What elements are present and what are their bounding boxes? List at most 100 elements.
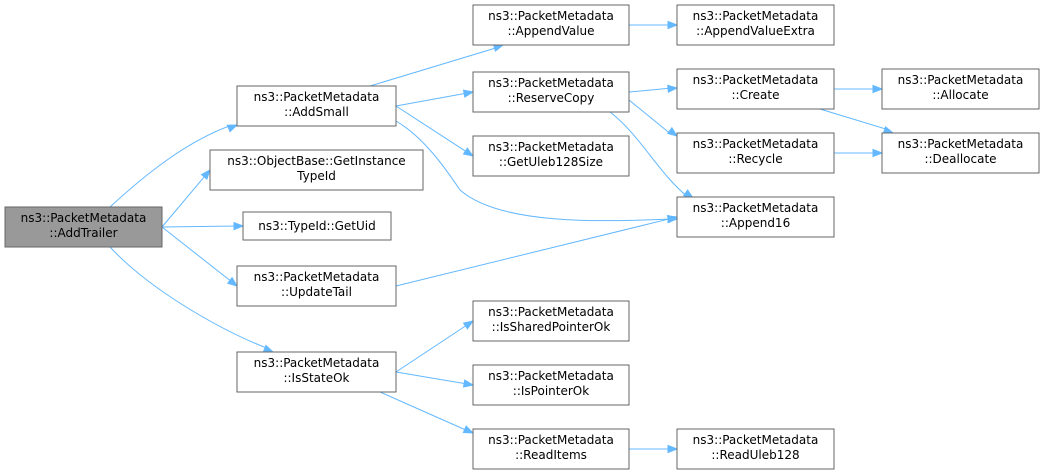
arrowhead-icon	[262, 344, 275, 353]
node-label-2: ::AppendValue	[507, 24, 594, 38]
node-label-1: ns3::PacketMetadata	[693, 433, 819, 447]
node-label-2: ::Recycle	[728, 152, 782, 166]
node-label-1: ns3::PacketMetadata	[488, 76, 614, 90]
node-updatetail[interactable]: ns3::PacketMetadata::UpdateTail	[236, 265, 397, 307]
node-readuleb128[interactable]: ns3::PacketMetadata::ReadUleb128	[676, 428, 835, 470]
edge-create-to-deallocate	[819, 108, 895, 135]
node-label-2: ::GetUleb128Size	[499, 155, 603, 169]
arrowhead-icon	[667, 84, 679, 94]
node-label-2: ::AddSmall	[284, 105, 349, 119]
node-reservecopy[interactable]: ns3::PacketMetadata::ReserveCopy	[472, 71, 630, 113]
node-box	[4, 206, 163, 248]
arrowhead-icon	[226, 124, 239, 133]
node-label-2: ::Deallocate	[924, 152, 996, 166]
arrowhead-icon	[872, 84, 884, 94]
node-box	[236, 265, 397, 307]
node-recycle[interactable]: ns3::PacketMetadata::Recycle	[676, 132, 835, 174]
node-label-1: ns3::ObjectBase::GetInstance	[227, 154, 405, 168]
arrowhead-icon	[200, 168, 211, 180]
edge-line	[395, 371, 469, 385]
edge-line	[395, 217, 673, 287]
arrowhead-icon	[462, 320, 475, 330]
node-label-2: ::IsPointerOk	[513, 384, 589, 398]
edge-isstateok-to-readitems	[379, 391, 475, 434]
node-label-1: ns3::PacketMetadata	[21, 211, 147, 225]
node-getuid[interactable]: ns3::TypeId::GetUid	[242, 211, 392, 241]
node-getuleb128size[interactable]: ns3::PacketMetadata::GetUleb128Size	[472, 135, 630, 177]
node-label-1: ns3::PacketMetadata	[488, 140, 614, 154]
node-box	[472, 364, 630, 406]
node-label-1: ns3::PacketMetadata	[693, 201, 819, 215]
node-box	[242, 211, 392, 241]
edge-updatetail-to-append16	[395, 215, 679, 287]
edge-recycle-to-deallocate	[834, 148, 884, 158]
node-label-1: ns3::TypeId::GetUid	[258, 219, 376, 233]
arrowhead-icon	[462, 89, 475, 98]
node-label-1: ns3::PacketMetadata	[488, 305, 614, 319]
node-label-2: ::Allocate	[932, 88, 988, 102]
edge-create-to-allocate	[834, 84, 884, 94]
node-box	[472, 4, 630, 46]
arrowhead-icon	[667, 20, 679, 30]
node-deallocate[interactable]: ns3::PacketMetadata::Deallocate	[881, 132, 1040, 174]
node-issharedpointerok[interactable]: ns3::PacketMetadata::IsSharedPointerOk	[472, 300, 630, 342]
node-label-2: ::UpdateTail	[281, 285, 352, 299]
node-appendvalueextra[interactable]: ns3::PacketMetadata::AppendValueExtra	[676, 4, 835, 46]
arrowhead-icon	[462, 425, 475, 434]
node-ispointerok[interactable]: ns3::PacketMetadata::IsPointerOk	[472, 364, 630, 406]
node-label-2: ::Create	[732, 88, 780, 102]
edge-addsmall-to-reservecopy	[395, 89, 475, 107]
edge-line	[628, 99, 673, 136]
node-isstateok[interactable]: ns3::PacketMetadata::IsStateOk	[236, 351, 397, 393]
node-label-1: ns3::PacketMetadata	[898, 137, 1024, 151]
edge-line	[395, 92, 469, 107]
edge-reservecopy-to-recycle	[628, 99, 679, 137]
edge-addsmall-to-getuleb128size	[395, 105, 475, 157]
edge-addtrailer-to-getinstancetypeid	[161, 168, 211, 228]
node-box	[236, 351, 397, 393]
node-label-1: ns3::PacketMetadata	[488, 9, 614, 23]
node-label-2: ::IsSharedPointerOk	[492, 320, 611, 334]
node-addsmall[interactable]: ns3::PacketMetadata::AddSmall	[236, 85, 397, 127]
node-box	[472, 300, 630, 342]
nodes-layer: ns3::PacketMetadata::AddTrailerns3::Pack…	[4, 4, 1040, 470]
edge-line	[161, 226, 234, 284]
edge-line	[628, 87, 673, 93]
node-box	[676, 428, 835, 470]
edge-readitems-to-readuleb128	[629, 444, 679, 454]
node-box	[676, 4, 835, 46]
edge-line	[161, 225, 239, 228]
node-addtrailer[interactable]: ns3::PacketMetadata::AddTrailer	[4, 206, 163, 248]
edge-line	[369, 46, 500, 87]
node-box	[472, 71, 630, 113]
arrowhead-icon	[226, 276, 239, 287]
edge-line	[379, 391, 469, 432]
node-label-2: ::Append16	[721, 216, 790, 230]
node-label-1: ns3::PacketMetadata	[488, 433, 614, 447]
node-label-2: ::IsStateOk	[283, 371, 349, 385]
node-label-1: ns3::PacketMetadata	[254, 90, 380, 104]
edge-line	[109, 124, 233, 208]
edge-isstateok-to-issharedpointerok	[395, 320, 475, 373]
node-label-1: ns3::PacketMetadata	[488, 369, 614, 383]
node-append16[interactable]: ns3::PacketMetadata::Append16	[676, 196, 835, 238]
edge-addtrailer-to-getuid	[161, 221, 245, 231]
node-label-2: ::ReadItems	[515, 448, 587, 462]
edge-line	[609, 111, 689, 198]
arrowhead-icon	[233, 221, 245, 231]
node-box	[676, 196, 835, 238]
edge-isstateok-to-ispointerok	[395, 371, 475, 388]
node-create[interactable]: ns3::PacketMetadata::Create	[676, 68, 835, 110]
node-allocate[interactable]: ns3::PacketMetadata::Allocate	[881, 68, 1040, 110]
edge-line	[819, 108, 890, 131]
edge-addtrailer-to-updatetail	[161, 226, 239, 287]
node-label-1: ns3::PacketMetadata	[254, 270, 380, 284]
node-box	[209, 149, 424, 191]
node-appendvalue[interactable]: ns3::PacketMetadata::AppendValue	[472, 4, 630, 46]
node-label-1: ns3::PacketMetadata	[693, 73, 819, 87]
node-readitems[interactable]: ns3::PacketMetadata::ReadItems	[472, 428, 630, 470]
arrowhead-icon	[666, 215, 679, 224]
node-label-2: ::ReadUleb128	[711, 448, 799, 462]
